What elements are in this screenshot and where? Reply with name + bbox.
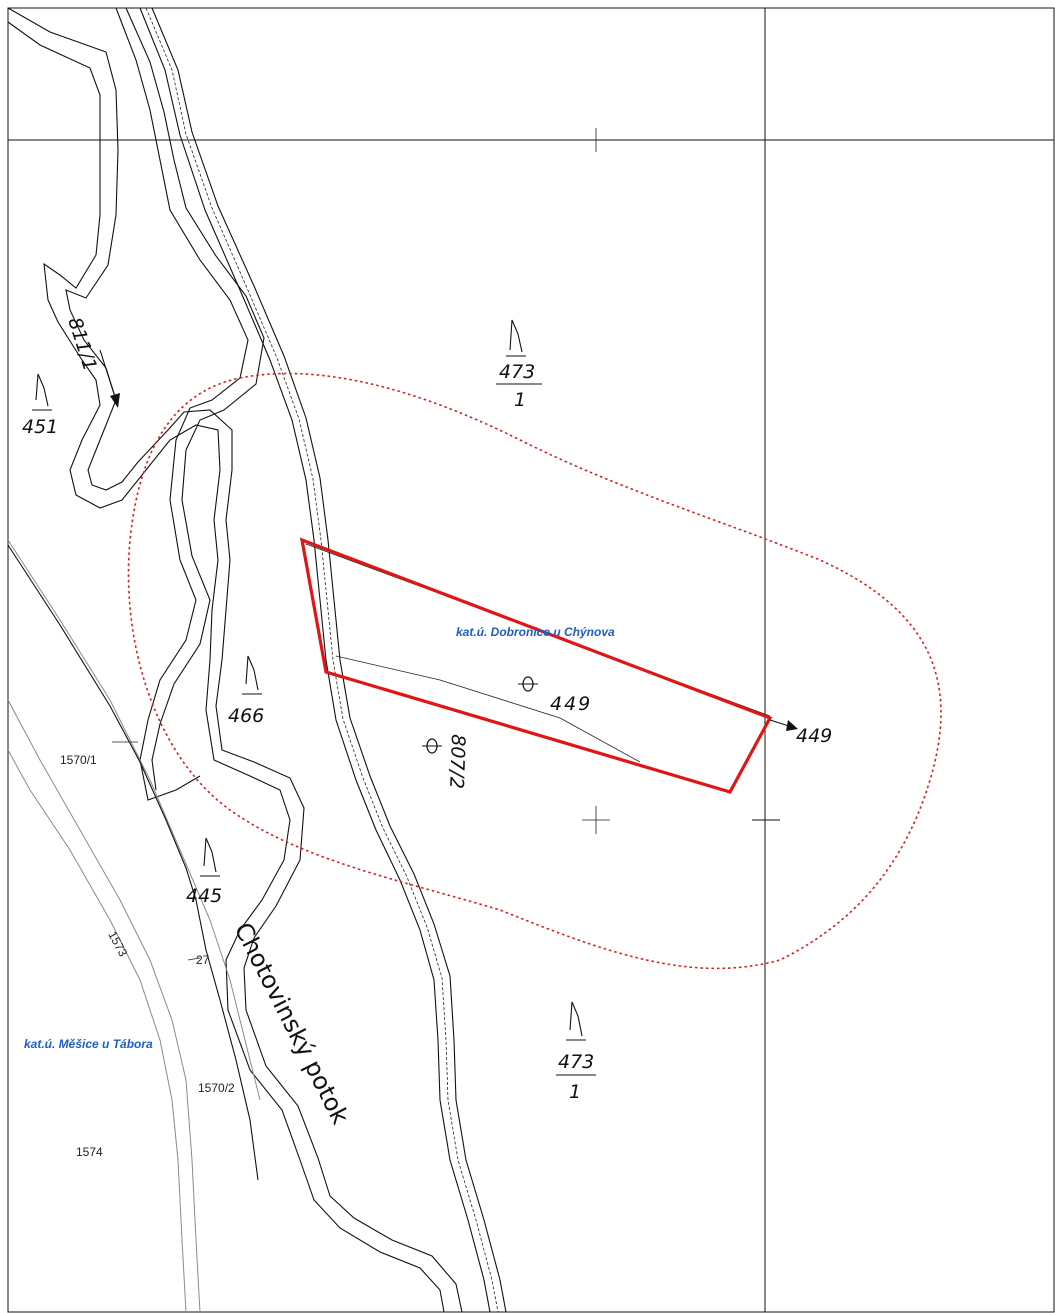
- meadow-symbol-icon: [242, 655, 262, 695]
- neighbor-parcel-1570-2: 1570/2: [198, 1081, 235, 1095]
- stream-channel: [139, 7, 507, 1313]
- parcel-811-1-arrow: [99, 349, 120, 408]
- map-frame: [7, 7, 1055, 1313]
- map-grid: [7, 7, 1055, 1313]
- neighbor-parcel-lines: [7, 539, 261, 1313]
- meadow-symbol-icon: [200, 837, 220, 877]
- parcel-number-473b-denominator: 1: [569, 1081, 581, 1103]
- meadow-symbol-icon: [566, 1001, 586, 1041]
- parcel-number-449-arrow-label: 449: [796, 725, 832, 747]
- buffer-zone: [127, 372, 942, 970]
- old-stream-bed: [7, 7, 463, 1313]
- parcel-number-473b-numerator: 473: [558, 1051, 594, 1073]
- neighbor-parcel-1574: 1574: [76, 1145, 103, 1159]
- parcel-number-473-denominator: 1: [514, 389, 526, 411]
- neighbor-parcel-1570-1: 1570/1: [60, 753, 97, 767]
- neighbor-parcel-1573: 1573: [105, 929, 130, 959]
- parcel-449-arrow: [769, 719, 798, 731]
- parcel-number-811-1: 811/1: [63, 315, 101, 374]
- parcel-number-449: 449: [550, 693, 592, 715]
- water-body-symbol-icon: [422, 738, 442, 754]
- cadastral-area-mesice: kat.ú. Měšice u Tábora: [24, 1037, 153, 1051]
- meadow-symbol-icon: [32, 373, 52, 411]
- grid-cross-icon: [582, 806, 610, 834]
- parcel-number-451: 451: [22, 416, 58, 438]
- water-body-symbol-icon: [518, 676, 538, 692]
- parcel-number-807-2: 807/2: [445, 734, 469, 790]
- parcel-number-473-numerator: 473: [499, 361, 535, 383]
- parcel-number-466: 466: [228, 705, 264, 727]
- cadastral-area-dobronice: kat.ú. Dobronice u Chýnova: [456, 625, 615, 639]
- parcel-number-445: 445: [186, 885, 222, 907]
- neighbor-parcel-27: 27: [196, 953, 210, 967]
- meadow-symbol-icon: [506, 319, 526, 357]
- highlighted-parcel-449: [299, 537, 773, 794]
